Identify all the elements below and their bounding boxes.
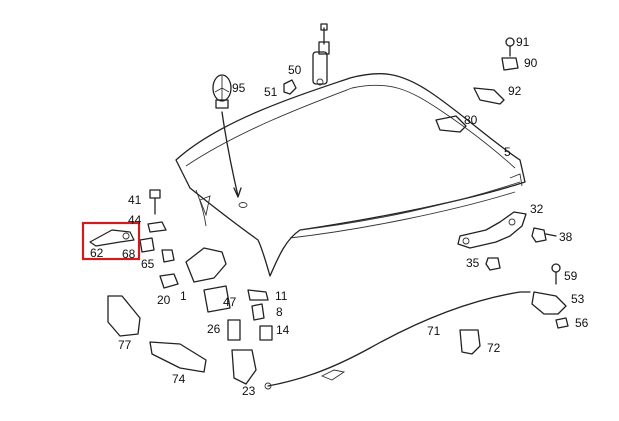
- bracket-92: [473, 87, 505, 105]
- release-cable: [264, 291, 531, 390]
- label-47: 47: [223, 295, 237, 309]
- gas-strut: [312, 23, 330, 86]
- label-80: 80: [464, 113, 478, 127]
- label-44: 44: [128, 213, 142, 227]
- label-68: 68: [122, 247, 136, 261]
- label-51: 51: [264, 85, 278, 99]
- lock-23: [231, 349, 257, 385]
- label-11: 11: [275, 289, 288, 303]
- hood-panel: [175, 73, 526, 277]
- highlighted-part-62: [81, 221, 141, 261]
- label-5: 5: [504, 145, 511, 159]
- label-59: 59: [564, 269, 578, 283]
- latch-1: [185, 247, 227, 283]
- label-62: 62: [90, 246, 104, 260]
- bolt-20: [159, 273, 179, 289]
- nut-90: [501, 57, 519, 71]
- clip-56: [555, 317, 569, 329]
- bolt-26: [227, 319, 241, 341]
- hinge-32: [457, 211, 527, 249]
- label-35: 35: [466, 256, 480, 270]
- bolt-41: [149, 189, 161, 215]
- label-32: 32: [530, 202, 544, 216]
- part-labels: 1 5 8 11 14 20 23 26 32 35 38 41 44 47 5…: [90, 35, 589, 398]
- clip-51: [283, 79, 297, 95]
- clip-68: [139, 237, 155, 253]
- label-41: 41: [128, 193, 142, 207]
- bracket-77: [107, 295, 141, 337]
- cable-holder-72: [459, 329, 481, 355]
- label-74: 74: [172, 372, 186, 386]
- screw-59: [551, 263, 561, 285]
- label-14: 14: [276, 323, 290, 337]
- label-92: 92: [508, 84, 522, 98]
- nut-65: [161, 249, 175, 263]
- bolt-38: [531, 227, 557, 243]
- label-65: 65: [141, 257, 155, 271]
- label-56: 56: [575, 316, 589, 330]
- clip-8: [251, 303, 265, 321]
- support-74: [149, 341, 207, 373]
- label-1: 1: [180, 289, 187, 303]
- bracket-47: [203, 285, 231, 313]
- label-50: 50: [288, 63, 302, 77]
- label-77: 77: [118, 338, 132, 352]
- bushing-14: [259, 325, 273, 341]
- label-8: 8: [276, 305, 283, 319]
- hood-star-emblem: [212, 74, 242, 198]
- bracket-80: [435, 115, 467, 133]
- label-95: 95: [232, 81, 246, 95]
- label-38: 38: [559, 230, 573, 244]
- lock-53: [531, 291, 567, 315]
- label-53: 53: [571, 292, 585, 306]
- highlight-box: [81, 221, 141, 261]
- label-72: 72: [487, 341, 501, 355]
- label-71: 71: [427, 324, 441, 338]
- nut-35: [485, 257, 501, 271]
- label-20: 20: [157, 293, 171, 307]
- label-23: 23: [242, 384, 256, 398]
- buffer-44: [147, 221, 167, 233]
- label-90: 90: [524, 56, 538, 70]
- label-26: 26: [207, 322, 221, 336]
- screw-91: [505, 37, 515, 57]
- spring-11: [247, 289, 269, 301]
- label-91: 91: [516, 35, 530, 49]
